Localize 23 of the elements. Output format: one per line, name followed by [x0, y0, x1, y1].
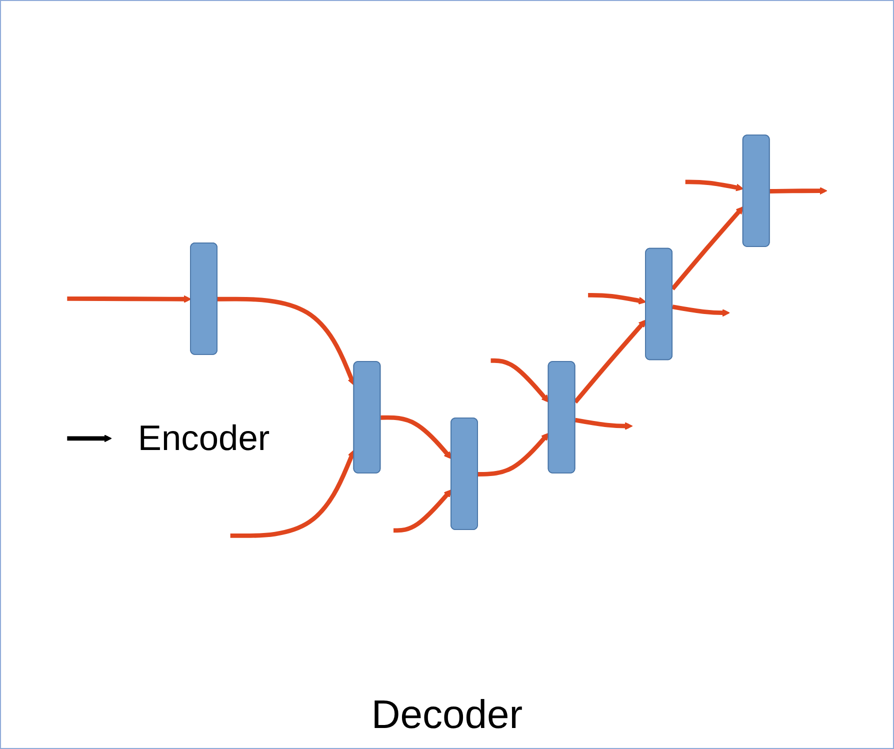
arrow	[672, 304, 730, 317]
layer-block	[190, 242, 218, 355]
arrow	[217, 296, 356, 386]
layer-block	[353, 361, 381, 474]
arrow	[67, 295, 192, 303]
arrow	[574, 418, 633, 430]
arrow	[685, 180, 744, 192]
layer-block	[548, 361, 576, 474]
arrow	[230, 450, 356, 538]
arrow	[393, 489, 452, 533]
arrow	[67, 434, 112, 442]
layer-block	[742, 134, 770, 247]
layer-block	[645, 248, 673, 360]
arrow	[588, 292, 646, 304]
arrow	[380, 415, 452, 460]
layer-block	[450, 418, 478, 530]
arrow	[770, 186, 828, 195]
arrow	[490, 358, 550, 403]
arrow	[670, 206, 744, 290]
arrow	[478, 432, 550, 476]
arrow	[574, 320, 646, 404]
section-label: Decoder	[371, 693, 523, 738]
text-label: Encoder	[138, 418, 270, 458]
